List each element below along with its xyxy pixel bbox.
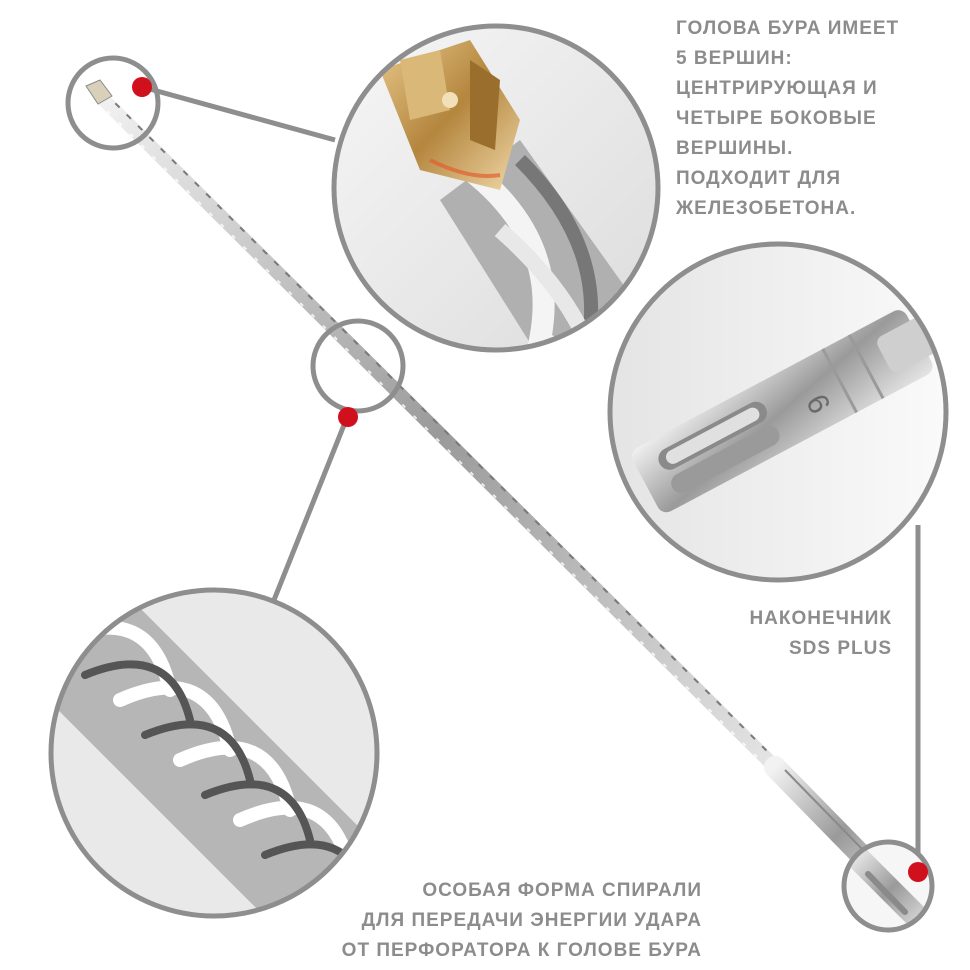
caption-line: ЦЕНТРИРУЮЩАЯ И — [676, 78, 878, 99]
caption-line: ОСОБАЯ ФОРМА СПИРАЛИ — [422, 880, 702, 901]
zoom-ring-head — [331, 23, 661, 353]
drill-flute-body — [93, 89, 787, 779]
caption-sds-plus: НАКОНЕЧНИК SDS PLUS — [749, 604, 892, 664]
callout-connectors — [145, 85, 921, 872]
caption-line: 5 ВЕРШИН: — [676, 48, 793, 69]
zoom-ring-shank — [607, 241, 949, 583]
caption-line: ПОДХОДИТ ДЛЯ — [676, 168, 842, 189]
ring-tip — [65, 55, 161, 151]
connector-spiral — [267, 419, 349, 611]
caption-line: ОТ ПЕРФОРАТОРА К ГОЛОВЕ БУРА — [341, 940, 702, 961]
ring-shank — [841, 839, 935, 933]
ring-middle — [310, 318, 406, 414]
ring-middle-marker — [310, 318, 406, 427]
connector-head — [145, 85, 336, 143]
caption-line: ДЛЯ ПЕРЕДАЧИ ЭНЕРГИИ УДАРА — [361, 910, 702, 931]
caption-drill-head: ГОЛОВА БУРА ИМЕЕТ 5 ВЕРШИН: ЦЕНТРИРУЮЩАЯ… — [676, 14, 899, 224]
ring-shank-end — [841, 839, 935, 933]
zoom-drill-head — [331, 23, 661, 353]
zoom-ring-spiral — [48, 587, 380, 919]
marker-tip — [132, 77, 152, 97]
caption-line: ЖЕЛЕЗОБЕТОНА. — [676, 198, 857, 219]
caption-line: НАКОНЕЧНИК — [749, 608, 892, 629]
marker-shank — [908, 862, 928, 882]
caption-line: ВЕРШИНЫ. — [676, 138, 794, 159]
zoom-sds-shank: 6 — [607, 241, 949, 583]
marker-middle — [338, 407, 358, 427]
caption-line: ГОЛОВА БУРА ИМЕЕТ — [676, 18, 900, 39]
zoom-spiral — [48, 587, 380, 919]
caption-spiral: ОСОБАЯ ФОРМА СПИРАЛИ ДЛЯ ПЕРЕДАЧИ ЭНЕРГИ… — [342, 876, 702, 966]
caption-line: ЧЕТЫРЕ БОКОВЫЕ — [676, 108, 877, 129]
drill-tip-carbide — [85, 79, 113, 105]
caption-line: SDS PLUS — [788, 638, 892, 659]
ring-tip-marker — [65, 55, 161, 151]
